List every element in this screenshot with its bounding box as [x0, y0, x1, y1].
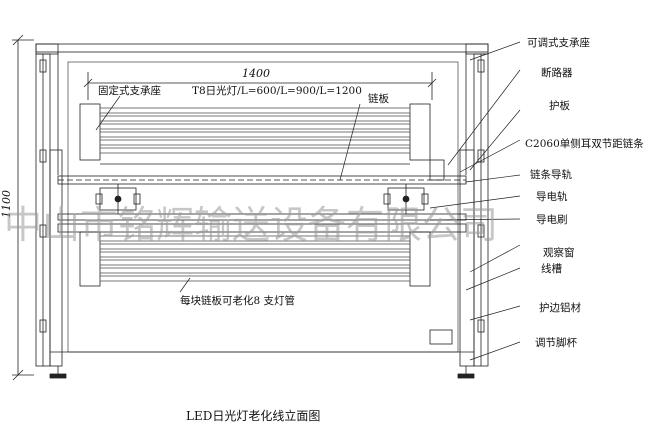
left-frame [35, 53, 63, 367]
label-tube-spec: T8日光灯/L=600/L=900/L=1200 [192, 84, 362, 97]
drawing-title: LED日光灯老化线立面图 [186, 408, 320, 423]
label-breaker: 断路器 [541, 66, 573, 79]
breaker-box [429, 159, 445, 181]
label-foot-cup: 调节脚杯 [535, 336, 577, 349]
left-brush-assembly [95, 184, 141, 214]
width-dimension [83, 72, 437, 100]
label-adjustable-support: 可调式支承座 [527, 36, 590, 49]
label-per-plate-note: 每块链板可老化8 支灯管 [180, 294, 295, 307]
label-chain-rail: 链条导轨 [530, 168, 572, 181]
right-foot [457, 366, 475, 379]
label-edge-profile: 护边铝材 [539, 301, 581, 314]
company-watermark: 中山市铭辉输送设备有限公司 [4, 203, 498, 247]
height-dimension [12, 34, 34, 381]
upper-tube-rack [79, 103, 431, 165]
label-chain-plate: 链板 [368, 92, 389, 105]
wire-duct-box [429, 329, 453, 345]
leader-lines [95, 41, 521, 361]
label-brush: 导电刷 [536, 213, 568, 226]
right-frame [459, 53, 489, 367]
lower-tube-rack [79, 231, 431, 287]
label-wire-duct: 线槽 [541, 262, 562, 275]
label-fixed-support: 固定式支承座 [98, 84, 161, 97]
label-guard-plate: 护板 [549, 99, 570, 112]
label-window: 观察窗 [543, 246, 575, 259]
label-chain: C2060单侧耳双节距链条 [525, 137, 644, 150]
height-dimension-text: 1100 [0, 190, 13, 218]
left-foot [49, 366, 67, 379]
label-conductive-rail: 导电轨 [536, 190, 568, 203]
chain-rail [57, 175, 467, 233]
width-dimension-text: 1400 [242, 67, 270, 80]
right-brush-assembly [383, 184, 429, 214]
top-guard [35, 43, 489, 175]
